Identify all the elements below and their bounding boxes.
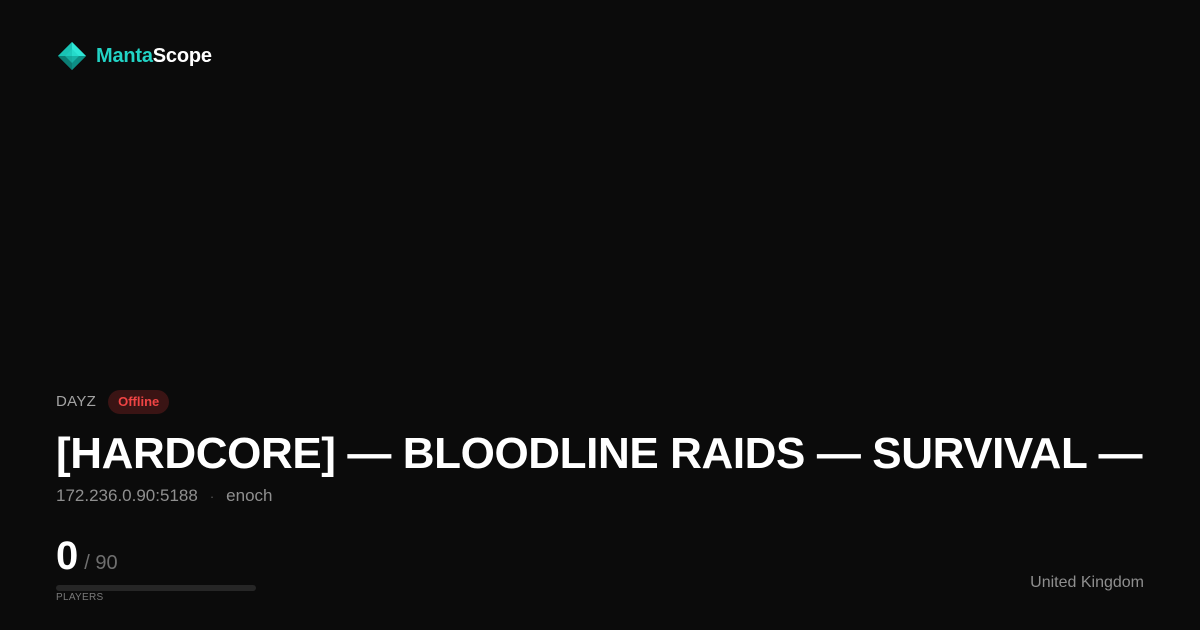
players-count: 0 / 90 [56,532,118,580]
server-title: [HARDCORE] — BLOODLINE RAIDS — SURVIVAL … [56,429,1143,478]
brand-name-accent: Manta [96,45,153,67]
server-address-row: 172.236.0.90:5188 · enoch [56,484,272,508]
address-separator: · [209,488,215,504]
brand-name-rest: Scope [152,45,212,67]
brand-name: MantaScope [96,40,212,72]
status-badge: Offline [108,390,170,414]
server-map: enoch [226,486,273,505]
players-label: PLAYERS [56,592,104,603]
players-current: 0 [56,534,79,578]
game-label: DAYZ [56,393,97,410]
players-max: / 90 [84,552,118,574]
players-progress-bar [56,585,256,591]
brand[interactable]: MantaScope [56,40,212,72]
server-country: United Kingdom [1030,574,1144,591]
server-meta-row: DAYZ Offline [56,389,170,415]
server-address: 172.236.0.90:5188 [56,486,198,505]
manta-diamond-icon [58,42,86,70]
